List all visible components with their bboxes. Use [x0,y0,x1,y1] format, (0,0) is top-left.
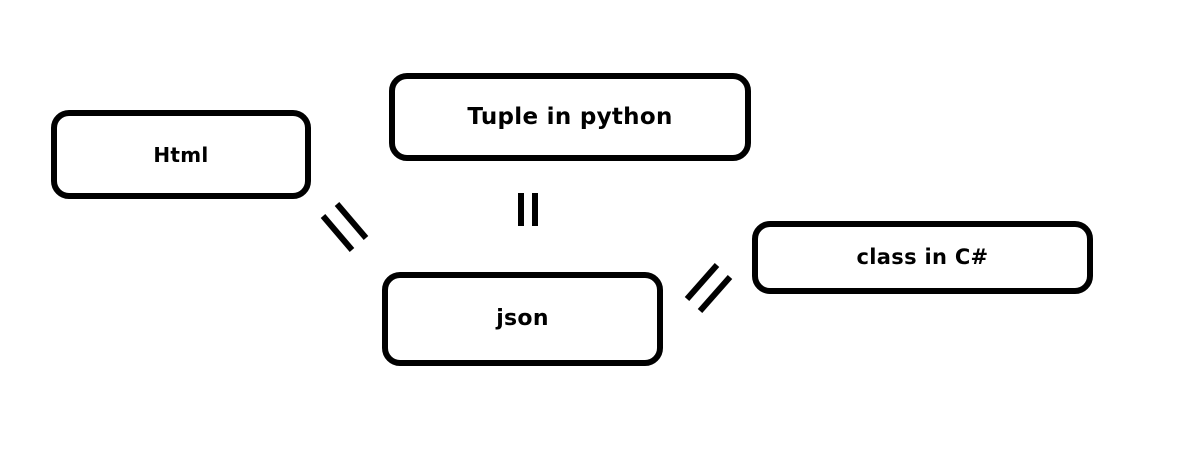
node-label: Html [153,142,209,167]
diagram-node-html[interactable]: Html [51,110,311,199]
node-label: Tuple in python [467,103,673,130]
connector-tuple-json [518,193,538,226]
connector-segment [320,214,355,252]
diagram-node-csharp[interactable]: class in C# [752,221,1093,294]
diagram-node-tuple[interactable]: Tuple in python [389,73,751,161]
node-label: class in C# [856,245,989,269]
connector-json-csharp [684,263,733,313]
connector-segment [697,275,733,313]
connector-segment [684,263,720,301]
node-label: json [496,306,549,331]
diagram-node-json[interactable]: json [382,272,663,366]
connector-segment [334,202,369,240]
connector-html-json [320,202,369,252]
